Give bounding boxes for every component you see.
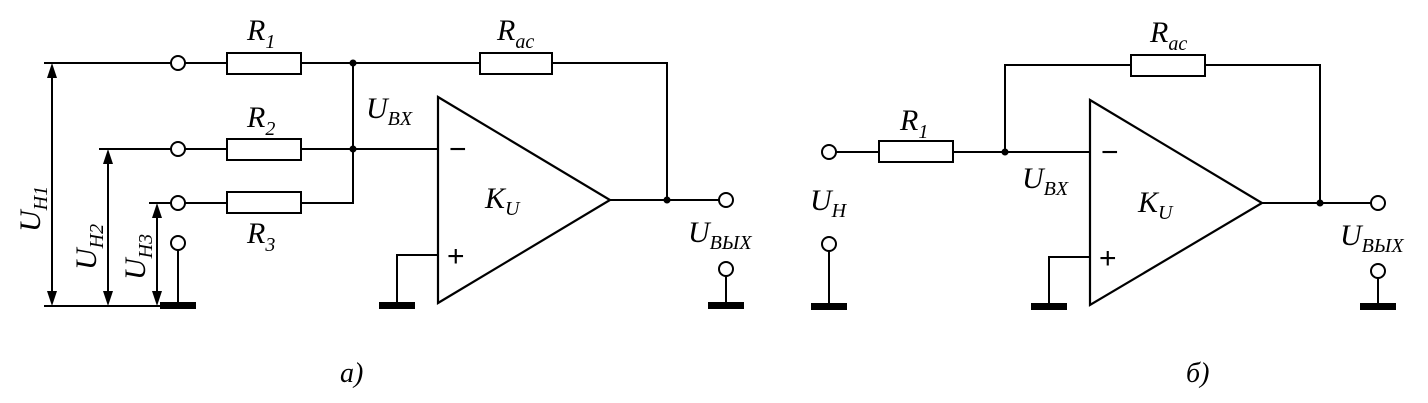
caption-b: б) xyxy=(1186,358,1209,389)
diagram-a: R1 R2 R3 Rac UBX KU UBЫX − + UH1 UH2 UH3… xyxy=(14,14,752,389)
resistor-r3 xyxy=(226,191,302,214)
ground-symbol xyxy=(379,302,415,309)
input-terminal-1 xyxy=(170,55,186,71)
label-u-h1: UH1 xyxy=(14,186,52,232)
input-terminal xyxy=(821,144,837,160)
label-ku: KU xyxy=(1137,186,1174,224)
label-ku: KU xyxy=(484,182,521,220)
resistor-rac xyxy=(1130,54,1206,77)
ground-symbol xyxy=(160,302,196,309)
resistor-r2 xyxy=(226,138,302,161)
label-r3: R3 xyxy=(246,217,275,256)
output-terminal xyxy=(718,192,734,208)
op-amp xyxy=(1088,98,1265,307)
plus-sign: + xyxy=(1099,242,1117,275)
label-r1: R1 xyxy=(246,14,275,53)
label-r2: R2 xyxy=(246,101,275,140)
label-rac: Rac xyxy=(496,14,534,53)
minus-sign: − xyxy=(449,133,467,166)
resistor-rac xyxy=(479,52,553,75)
label-u-h3: UH3 xyxy=(119,234,157,280)
ground-symbol xyxy=(1031,303,1067,310)
diagram-b: R1 Rac UBX KU UH UBЫX − + б) xyxy=(810,16,1404,389)
ground-symbol xyxy=(811,303,847,310)
resistor-r1 xyxy=(878,140,954,163)
label-u-out: UBЫX xyxy=(1340,219,1404,257)
ground-terminal xyxy=(170,235,186,251)
ground-symbol xyxy=(1360,303,1396,310)
resistor-r1 xyxy=(226,52,302,75)
input-terminal-2 xyxy=(170,141,186,157)
minus-sign: − xyxy=(1101,136,1119,169)
caption-a: а) xyxy=(340,358,363,389)
label-r1: R1 xyxy=(899,104,928,143)
input-terminal-3 xyxy=(170,195,186,211)
plus-sign: + xyxy=(447,240,465,273)
label-u-bx: UBX xyxy=(1022,162,1069,200)
op-amp xyxy=(436,95,613,305)
label-u-out: UBЫX xyxy=(688,216,752,254)
output-terminal xyxy=(1370,195,1386,211)
ground-symbol xyxy=(708,302,744,309)
output-ground-terminal xyxy=(718,261,734,277)
label-rac: Rac xyxy=(1149,16,1187,55)
label-u-h: UH xyxy=(810,184,848,222)
label-u-h2: UH2 xyxy=(70,224,108,270)
ground-terminal xyxy=(821,236,837,252)
label-u-bx: UBX xyxy=(366,92,413,130)
output-ground-terminal xyxy=(1370,263,1386,279)
